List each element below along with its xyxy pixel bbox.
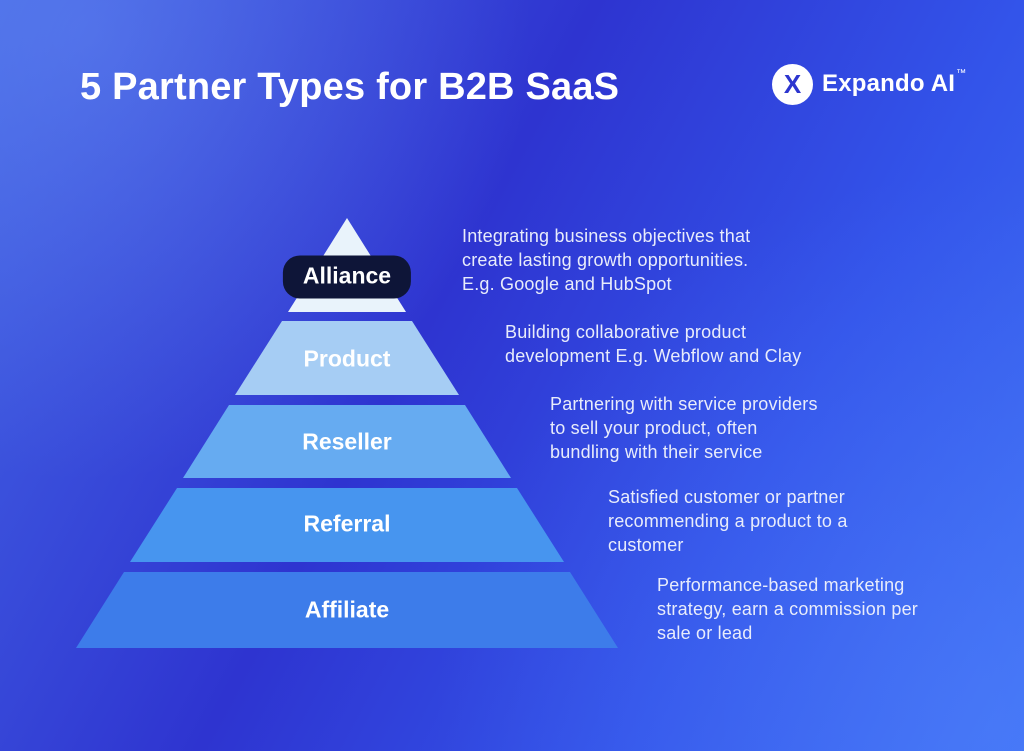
tier-description-affiliate: Performance-based marketing strategy, ea… — [657, 575, 918, 643]
brand-logo: X Expando AI™ — [772, 62, 966, 106]
page-title: 5 Partner Types for B2B SaaS — [80, 66, 620, 108]
brand-name: Expando AI™ — [822, 67, 967, 98]
pyramid-tier-shape-product — [235, 321, 459, 395]
tier-label-referral: Referral — [303, 510, 391, 537]
tier-label-reseller: Reseller — [302, 428, 392, 455]
x-logo-icon: X — [772, 63, 813, 105]
tier-description-product: Building collaborative product developme… — [505, 322, 802, 366]
pyramid-tier-shape-reseller — [183, 405, 511, 478]
tier-label-affiliate: Affiliate — [304, 596, 390, 623]
pyramid-tier-shape-affiliate — [76, 572, 618, 648]
tier-label-product: Product — [303, 345, 391, 372]
tier-description-reseller: Partnering with service providers to sel… — [550, 394, 818, 462]
pyramid-tier-shape-referral — [130, 488, 564, 562]
tier-label-alliance: Alliance — [282, 255, 412, 299]
tier-description-referral: Satisfied customer or partner recommendi… — [608, 487, 848, 555]
brand-name-text: Expando AI — [822, 70, 956, 97]
tier-description-alliance: Integrating business objectives that cre… — [462, 226, 751, 294]
trademark-symbol: ™ — [956, 67, 967, 79]
